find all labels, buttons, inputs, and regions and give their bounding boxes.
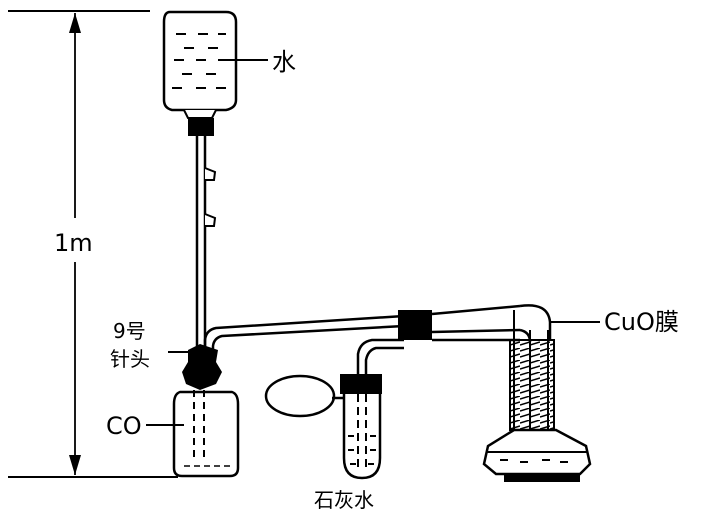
rubber-joint	[398, 310, 432, 340]
vertical-tube	[195, 136, 217, 350]
arrow-up-icon	[69, 13, 81, 33]
cuo-film-label: CuO膜	[604, 308, 679, 336]
needle-label-line1: 9号	[113, 319, 146, 343]
water-dashes	[172, 33, 228, 89]
clamp-icon	[204, 167, 217, 181]
co-label: CO	[106, 412, 142, 440]
clamp-icon	[204, 213, 217, 227]
limewater-label: 石灰水	[314, 488, 374, 512]
height-label: 1m	[54, 229, 93, 257]
height-dimension: 1m	[8, 10, 178, 478]
cuo-coil-assembly	[482, 304, 600, 482]
delivery-tube	[203, 304, 521, 382]
co-bottle	[172, 344, 240, 478]
water-label: 水	[272, 48, 296, 76]
limewater-tube	[264, 374, 382, 480]
needle-label-line2: 针头	[110, 347, 150, 371]
arrow-down-icon	[69, 455, 81, 475]
rubber-bulb	[264, 374, 336, 418]
water-bottle	[162, 10, 268, 136]
